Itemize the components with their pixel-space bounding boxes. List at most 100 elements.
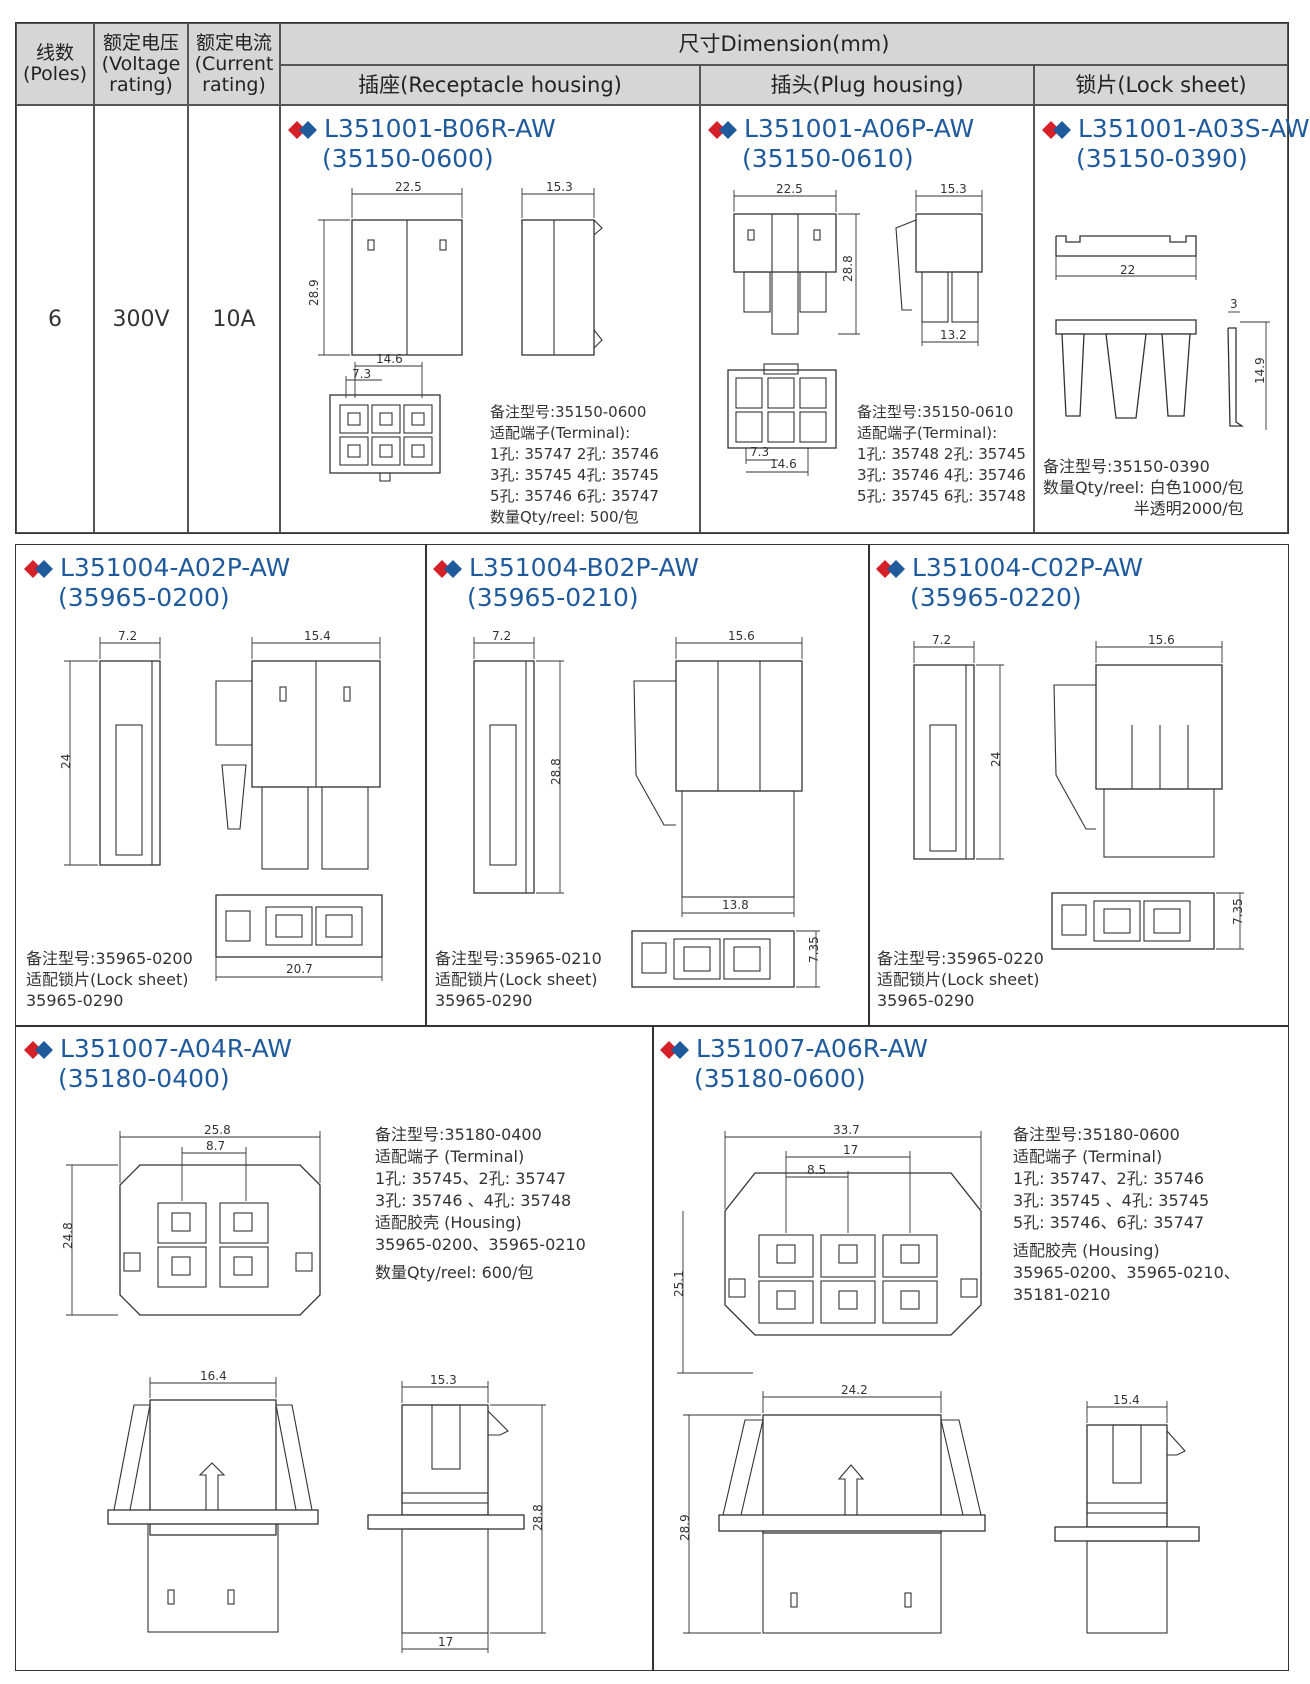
part-title: L351001-A06P-AW (708, 114, 974, 144)
dim-label: 7.35 (1231, 898, 1245, 925)
note-line: 备注型号:35150-0610 (857, 403, 1014, 421)
part-code: (35965-0220) (910, 583, 1082, 612)
part-code: (35965-0210) (467, 583, 639, 612)
dim-label: 22.5 (395, 180, 422, 194)
note-line: 备注型号:35180-0600 (1013, 1125, 1180, 1144)
part-number: L351004-B02P-AW (469, 553, 699, 582)
current-value: 10A (188, 105, 280, 533)
dim-label: 24.2 (841, 1383, 868, 1397)
dim-label: 22 (1120, 263, 1135, 277)
part-number: L351007-A06R-AW (696, 1034, 929, 1063)
dim-label: 25.1 (672, 1270, 686, 1297)
part-title: L351001-B06R-AW (288, 114, 556, 144)
brand-diamond-icon (1042, 121, 1071, 139)
note-line: 1孔: 35747、2孔: 35746 (1013, 1169, 1205, 1188)
lock-cell (1034, 105, 1288, 533)
poles-value: 6 (16, 105, 94, 533)
notes-block: 备注型号:35150-0390 数量Qty/reel: 白色1000/包 半透明… (1043, 456, 1244, 519)
dim-label: 33.7 (833, 1123, 860, 1137)
note-line: 5孔: 35746、6孔: 35747 (1013, 1213, 1205, 1232)
note-line: 3孔: 35746 4孔: 35746 (857, 466, 1026, 484)
dim-label: 15.6 (728, 629, 755, 643)
part-code: (35150-0390) (1076, 144, 1248, 173)
part-number: L351007-A04R-AW (60, 1034, 293, 1063)
note-line: 1孔: 35745、2孔: 35747 (375, 1169, 567, 1188)
header-plug: 插头(Plug housing) (700, 65, 1034, 105)
note-line: 35965-0290 (435, 991, 533, 1010)
note-line: 备注型号:35965-0200 (26, 949, 193, 968)
notes-block: 备注型号:35965-0210 适配锁片(Lock sheet) 35965-0… (435, 948, 602, 1011)
dim-label: 7.35 (807, 936, 821, 963)
divider (868, 544, 870, 1026)
brand-diamond-icon (24, 1041, 53, 1059)
dim-label: 13.2 (940, 328, 967, 342)
drawing-2p-c: 7.2 24 15.6 7.35 (913, 633, 1245, 950)
note-line: 数量Qty/reel: 白色1000/包 (1043, 478, 1244, 497)
part-code: (35965-0200) (58, 583, 230, 612)
note-line: 备注型号:35150-0600 (490, 403, 647, 421)
brand-diamond-icon (708, 121, 737, 139)
dim-label: 15.4 (304, 629, 331, 643)
header-current: 额定电流 (Current rating) (188, 23, 280, 105)
notes-block: 备注型号:35180-0400 适配端子 (Terminal) 1孔: 3574… (375, 1124, 586, 1284)
note-line: 3孔: 35745 4孔: 35745 (490, 466, 659, 484)
part-number: L351001-B06R-AW (324, 114, 556, 143)
dim-label: 24.8 (61, 1222, 75, 1249)
dim-label: 28.8 (531, 1504, 545, 1531)
part-title: L351004-C02P-AW (876, 553, 1143, 583)
notes-block: 备注型号:35965-0220 适配锁片(Lock sheet) 35965-0… (877, 948, 1044, 1011)
brand-diamond-icon (288, 121, 317, 139)
dim-label: 15.3 (940, 182, 967, 196)
dim-label: 16.4 (200, 1369, 227, 1383)
note-line: 半透明2000/包 (1133, 499, 1244, 518)
brand-diamond-icon (24, 560, 53, 578)
drawing-2p-a: 7.2 24 15.4 20.7 (59, 629, 383, 981)
dim-label: 7.2 (932, 633, 951, 647)
drawing-2p-b: 7.2 28.8 15.6 13.8 7.35 (473, 629, 821, 988)
notes-block: 备注型号:35150-0610 适配端子(Terminal): 1孔: 3574… (857, 402, 1026, 507)
drawing-plug-6p: 22.5 28.8 15.3 13.2 7.3 14.6 (727, 182, 983, 476)
note-line: 适配锁片(Lock sheet) (26, 970, 189, 989)
dim-label: 3 (1230, 297, 1238, 311)
drawing-4p-receptacle: 25.8 8.7 24.8 16.4 15.3 28.8 17 (61, 1123, 546, 1653)
drawing-lock-sheet: 22 3 14.9 (1055, 235, 1270, 430)
note-line: 适配锁片(Lock sheet) (877, 970, 1040, 989)
drawing-receptacle-6p: 22.5 28.9 15.3 14.6 7.3 (307, 180, 603, 482)
dim-label: 15.3 (430, 1373, 457, 1387)
dim-label: 17 (843, 1143, 858, 1157)
note-line: 35965-0290 (877, 991, 975, 1010)
note-line: 适配胶壳 (Housing) (375, 1213, 522, 1232)
note-line: 35965-0290 (26, 991, 124, 1010)
header-dimension: 尺寸Dimension(mm) (280, 23, 1288, 65)
note-line: 3孔: 35746 、4孔: 35748 (375, 1191, 572, 1210)
panel-row-2 (15, 544, 1289, 1026)
header-receptacle: 插座(Receptacle housing) (280, 65, 700, 105)
dim-label: 28.9 (678, 1514, 692, 1541)
dim-label: 15.3 (546, 180, 573, 194)
part-title: L351004-A02P-AW (24, 553, 290, 583)
spec-table (15, 22, 1289, 534)
part-title: L351007-A04R-AW (24, 1034, 292, 1064)
note-line: 备注型号:35965-0220 (877, 949, 1044, 968)
dim-label: 7.3 (750, 445, 769, 459)
dim-label: 8.7 (206, 1139, 225, 1153)
dim-label: 20.7 (286, 962, 313, 976)
notes-block: 备注型号:35965-0200 适配锁片(Lock sheet) 35965-0… (26, 948, 193, 1011)
dim-label: 13.8 (722, 898, 749, 912)
note-line: 5孔: 35745 6孔: 35748 (857, 487, 1026, 505)
header-lock: 锁片(Lock sheet) (1034, 65, 1288, 105)
dim-label: 7.3 (352, 367, 371, 381)
dim-label: 28.8 (549, 758, 563, 785)
note-line: 备注型号:35150-0390 (1043, 457, 1210, 476)
dim-label: 28.9 (307, 279, 321, 306)
drawing-6p-receptacle: 33.7 17 8.5 25.1 24.2 28.9 15.4 (672, 1123, 1200, 1634)
note-line: 1孔: 35748 2孔: 35745 (857, 445, 1026, 463)
note-line: 适配端子(Terminal): (490, 424, 631, 442)
brand-diamond-icon (876, 560, 905, 578)
header-voltage: 额定电压 (Voltage rating) (94, 23, 188, 105)
dim-label: 22.5 (776, 182, 803, 196)
header-poles: 线数 (Poles) (16, 23, 94, 105)
part-code: (35180-0600) (694, 1064, 866, 1093)
dim-label: 7.2 (492, 629, 511, 643)
note-line: 适配锁片(Lock sheet) (435, 970, 598, 989)
